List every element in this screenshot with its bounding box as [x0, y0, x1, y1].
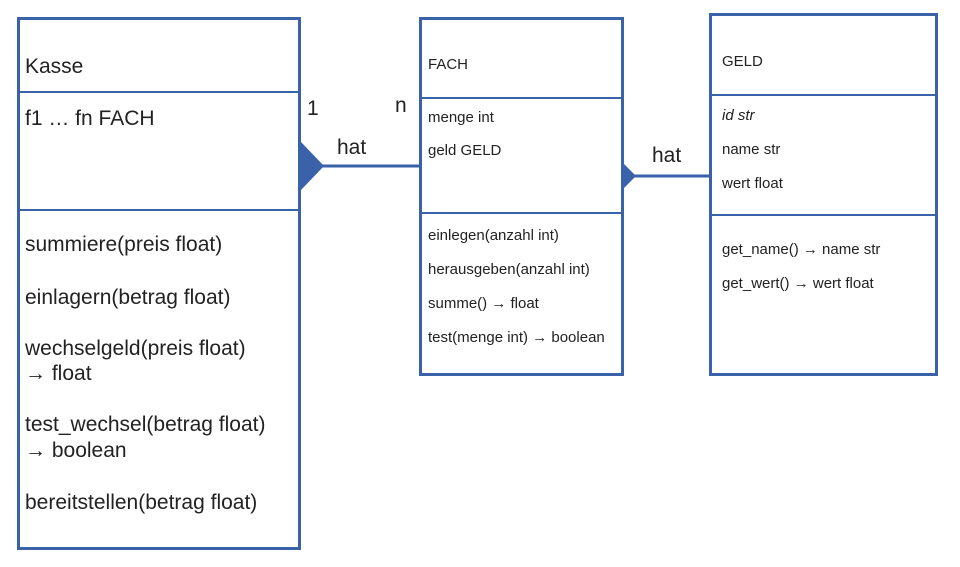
class-fach-name: FACH: [428, 56, 469, 73]
class-kasse-methods-section: summiere(preis float) einlagern(betrag f…: [20, 209, 298, 547]
class-geld-method: get_wert() → wert float: [722, 275, 874, 292]
class-geld: GELD id str name str wert float get_name…: [709, 13, 938, 376]
class-kasse-method: wechselgeld(preis float): [25, 337, 246, 360]
class-kasse-method: bereitstellen(betrag float): [25, 491, 258, 514]
class-geld-methods-section: get_name() → name str get_wert() → wert …: [712, 214, 935, 373]
relation-label-fach-geld: hat: [652, 144, 682, 167]
multiplicity-one: 1: [307, 97, 319, 120]
class-geld-name-section: GELD: [712, 16, 935, 94]
class-fach-name-section: FACH: [422, 20, 621, 97]
class-fach-attribute: geld GELD: [428, 142, 502, 159]
class-kasse-method: test_wechsel(betrag float): [25, 413, 266, 436]
class-fach-method: herausgeben(anzahl int): [428, 261, 590, 278]
class-kasse: Kasse f1 … fn FACH summiere(preis float)…: [17, 17, 301, 550]
class-fach-methods-section: einlegen(anzahl int) herausgeben(anzahl …: [422, 212, 621, 373]
class-kasse-method: einlagern(betrag float): [25, 286, 231, 309]
class-geld-method: get_name() → name str: [722, 241, 881, 258]
multiplicity-n: n: [395, 94, 407, 117]
class-kasse-name: Kasse: [25, 55, 84, 78]
class-kasse-method-return: → float: [25, 362, 92, 385]
class-geld-attribute-id: id str: [722, 107, 755, 124]
class-kasse-attributes-section: f1 … fn FACH: [20, 91, 298, 211]
relation-label-kasse-fach: hat: [337, 136, 367, 159]
class-fach: FACH menge int geld GELD einlegen(anzahl…: [419, 17, 624, 376]
class-geld-attributes-section: id str name str wert float: [712, 94, 935, 216]
class-geld-name: GELD: [722, 53, 763, 70]
class-fach-method: einlegen(anzahl int): [428, 227, 559, 244]
class-fach-method: summe() → float: [428, 295, 539, 312]
class-kasse-method: summiere(preis float): [25, 233, 223, 256]
class-fach-attribute: menge int: [428, 109, 494, 126]
class-kasse-attribute: f1 … fn FACH: [25, 107, 155, 130]
class-kasse-name-section: Kasse: [20, 20, 298, 93]
class-geld-attribute: name str: [722, 141, 781, 158]
class-fach-method: test(menge int) → boolean: [428, 329, 605, 346]
class-geld-attribute: wert float: [722, 175, 783, 192]
class-kasse-method-return: → boolean: [25, 439, 127, 462]
class-fach-attributes-section: menge int geld GELD: [422, 97, 621, 214]
